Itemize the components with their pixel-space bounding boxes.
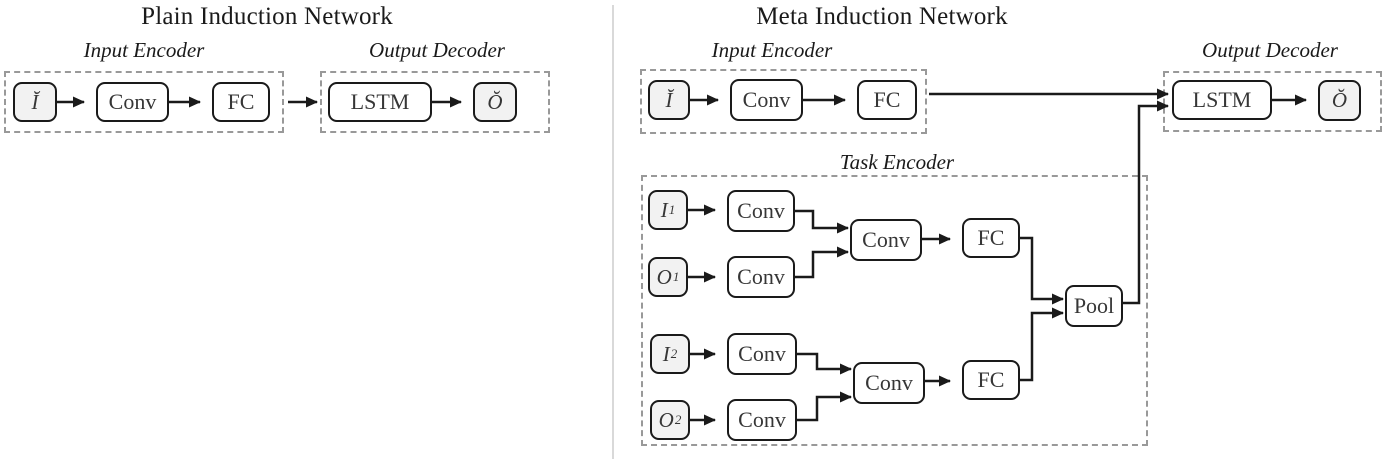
- plain-input-encoder-label: Input Encoder: [83, 38, 205, 62]
- plain-output-decoder-label: Output Decoder: [369, 38, 505, 62]
- meta-node-input: Ĭ: [648, 80, 690, 120]
- meta-input-encoder-group: [640, 69, 927, 134]
- panel-divider: [612, 5, 614, 459]
- plain-node-lstm: LSTM: [328, 82, 432, 122]
- meta-node-conv-i2: Conv: [727, 333, 797, 375]
- meta-task-encoder-label: Task Encoder: [839, 150, 955, 174]
- meta-node-conv-i1: Conv: [727, 190, 795, 232]
- plain-panel-title: Plain Induction Network: [141, 3, 393, 30]
- meta-panel-title: Meta Induction Network: [756, 3, 1008, 30]
- plain-output-decoder-group: [320, 71, 550, 133]
- plain-node-input: Ĭ: [13, 82, 57, 122]
- plain-node-output: Ŏ: [473, 82, 517, 122]
- meta-node-conv-merge1: Conv: [850, 219, 922, 261]
- meta-node-conv-input: Conv: [730, 79, 803, 121]
- plain-input-encoder-group: [4, 71, 284, 133]
- meta-input-encoder-label: Input Encoder: [711, 38, 833, 62]
- meta-node-conv-o2: Conv: [727, 399, 797, 441]
- plain-output-var: Ŏ: [487, 89, 503, 114]
- meta-o1-var: O: [656, 264, 672, 289]
- meta-node-pool: Pool: [1065, 285, 1123, 327]
- meta-i1-var: I: [660, 197, 668, 222]
- meta-output-decoder-label: Output Decoder: [1202, 38, 1338, 62]
- meta-node-conv-merge2: Conv: [853, 362, 925, 404]
- meta-output-var: Ŏ: [1331, 88, 1348, 112]
- plain-node-fc: FC: [212, 82, 270, 122]
- meta-node-lstm: LSTM: [1172, 80, 1272, 120]
- meta-node-fc-input: FC: [857, 80, 917, 120]
- meta-node-fc1: FC: [962, 218, 1020, 258]
- meta-node-fc2: FC: [962, 360, 1020, 400]
- plain-input-var: Ĭ: [31, 89, 39, 114]
- meta-i2-var: I: [662, 341, 670, 366]
- meta-node-output: Ŏ: [1318, 80, 1361, 121]
- meta-o2-var: O: [658, 407, 674, 432]
- meta-input-var: Ĭ: [665, 87, 673, 112]
- plain-node-conv: Conv: [96, 82, 169, 122]
- meta-task-encoder-group: [641, 175, 1148, 446]
- meta-node-conv-o1: Conv: [727, 256, 795, 298]
